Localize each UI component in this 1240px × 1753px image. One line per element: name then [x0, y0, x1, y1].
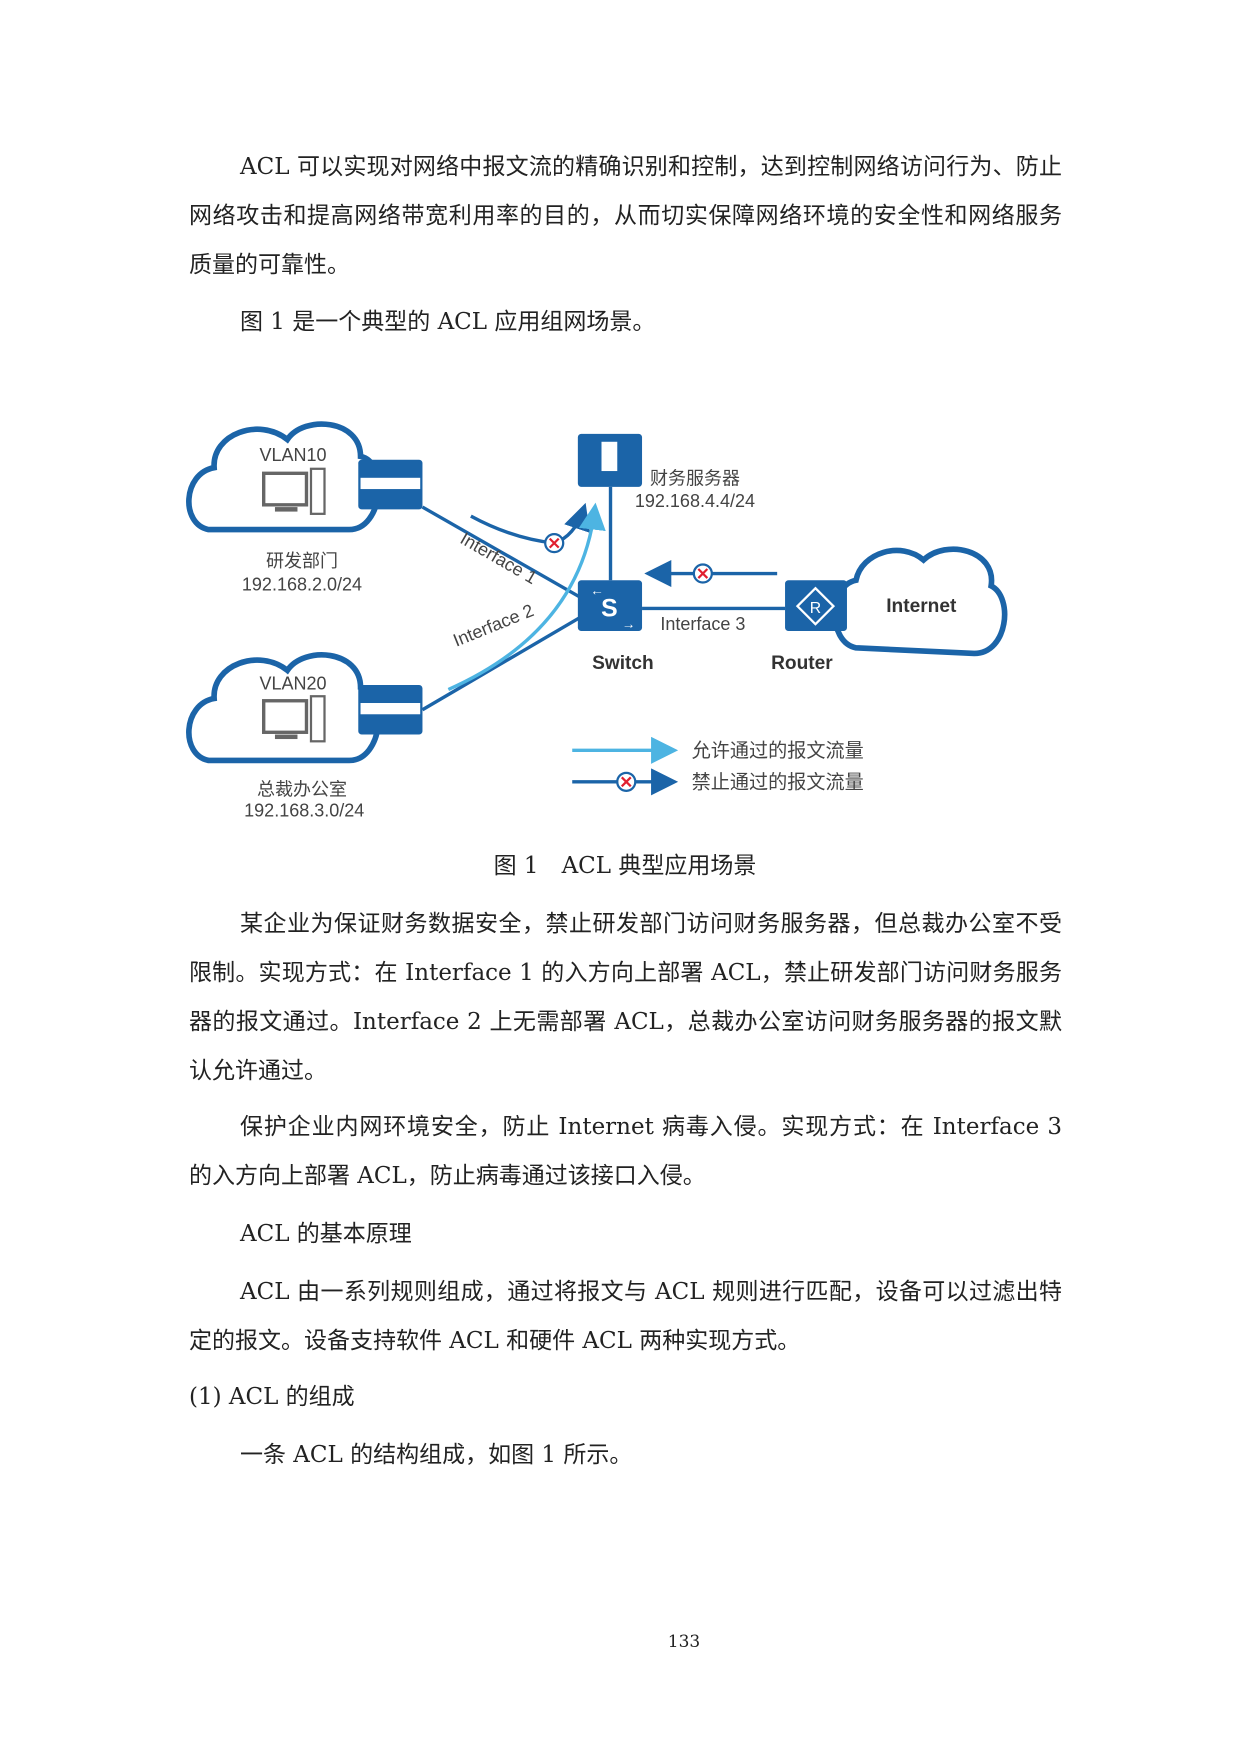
dept2-net: 192.168.3.0/24 — [244, 801, 364, 821]
svg-text:S: S — [601, 595, 618, 622]
section-heading: ACL 的基本原理 — [240, 1221, 412, 1247]
acl-network-diagram: S←→ R VLAN10 VLAN20 研发部门 192.168.2.0/24 … — [186, 421, 1008, 821]
router-label: Router — [771, 653, 833, 674]
server-name: 财务服务器 — [650, 469, 740, 489]
server-ip: 192.168.4.4/24 — [635, 491, 755, 511]
paragraph-scenario-1: 某企业为保证财务数据安全，禁止研发部门访问财务服务器，但总裁办公室不受限制。实现… — [189, 911, 1062, 1084]
paragraph-principle: ACL 由一系列规则组成，通过将报文与 ACL 规则进行匹配，设备可以过滤出特定… — [189, 1279, 1062, 1354]
vlan20-label: VLAN20 — [259, 673, 326, 693]
router-icon: R — [785, 580, 847, 631]
switch-icon: S← → — [577, 580, 643, 632]
legend-allow: 允许通过的报文流量 — [692, 740, 864, 762]
paragraph-scenario-2: 保护企业内网环境安全，防止 Internet 病毒入侵。实现方式：在 Inter… — [189, 1114, 1062, 1189]
interface-3-label: Interface 3 — [660, 614, 745, 634]
deny-mark-icon — [692, 563, 713, 584]
dept2-name: 总裁办公室 — [257, 779, 347, 799]
server-icon — [577, 433, 643, 487]
internet-label: Internet — [886, 596, 957, 617]
page-number: 133 — [667, 1632, 701, 1652]
paragraph-figure-ref: 图 1 是一个典型的 ACL 应用组网场景。 — [240, 309, 656, 335]
deny-mark-icon — [544, 532, 565, 554]
switch-label: Switch — [592, 653, 654, 674]
svg-text:R: R — [810, 600, 821, 617]
paragraph-structure: 一条 ACL 的结构组成，如图 1 所示。 — [240, 1442, 633, 1468]
subsection-heading: (1) ACL 的组成 — [189, 1384, 355, 1410]
dept1-name: 研发部门 — [266, 551, 338, 571]
dept1-net: 192.168.2.0/24 — [242, 574, 362, 594]
svg-text:←: ← — [590, 583, 604, 598]
access-switch-icon — [358, 459, 423, 510]
svg-text:→: → — [622, 617, 636, 632]
access-switch-icon — [358, 684, 423, 735]
figure-caption: 图 1 ACL 典型应用场景 — [493, 853, 757, 879]
deny-mark-icon — [616, 771, 637, 792]
paragraph-intro: ACL 可以实现对网络中报文流的精确识别和控制，达到控制网络访问行为、防止网络攻… — [189, 154, 1062, 278]
vlan10-label: VLAN10 — [259, 445, 326, 465]
legend-deny: 禁止通过的报文流量 — [692, 772, 864, 794]
